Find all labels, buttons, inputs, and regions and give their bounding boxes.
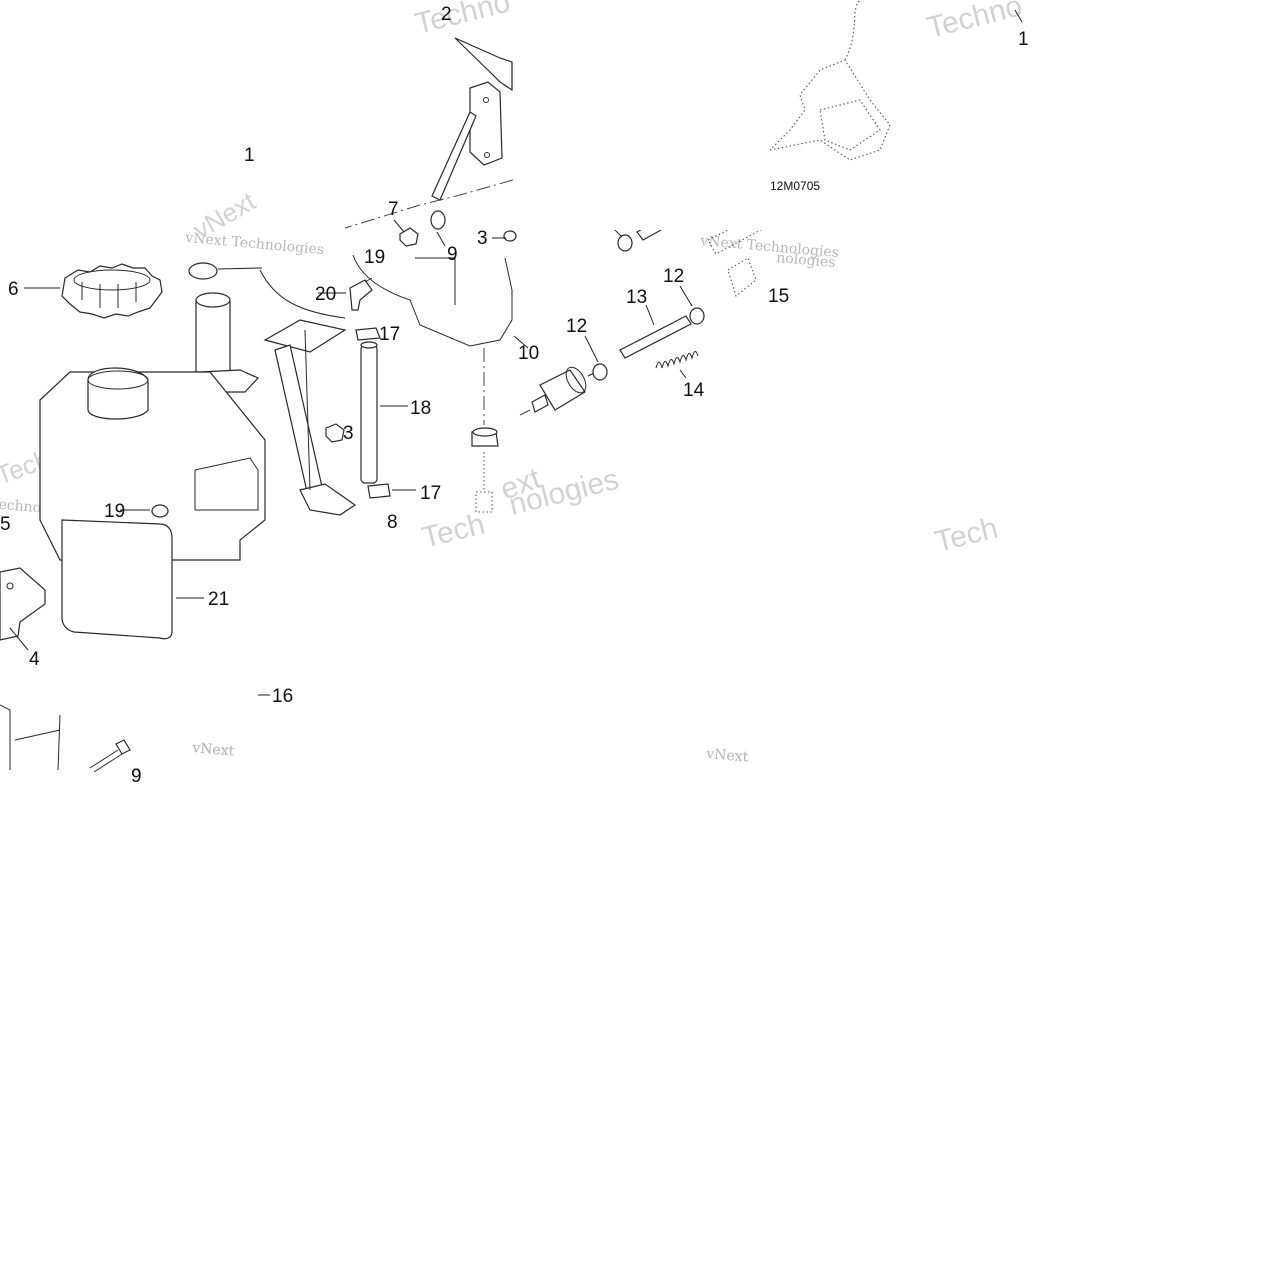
- rubber-mount: [471, 348, 499, 513]
- callout-20: 20: [315, 284, 336, 305]
- hose-clamp: [367, 483, 391, 499]
- hose-clamp: [617, 234, 633, 252]
- callout-19: 19: [104, 501, 125, 522]
- callout-3: 3: [477, 228, 488, 249]
- watermark: vNext: [191, 740, 236, 760]
- callout-8: 8: [387, 512, 398, 533]
- callout-14: 14: [683, 380, 705, 401]
- nut: [503, 230, 517, 242]
- fuel-filter: [519, 366, 597, 416]
- fuel-cap: [61, 263, 163, 319]
- watermark: Techno: [924, 0, 1026, 45]
- hose-clamp: [355, 327, 381, 341]
- watermark: Techno: [412, 0, 514, 41]
- front-cover: [352, 254, 513, 347]
- diagram-code: 12M0705: [770, 179, 820, 193]
- callout-10: 10: [518, 343, 539, 364]
- callout-6: 6: [8, 279, 19, 300]
- callout-5: 5: [0, 514, 11, 535]
- front-cover-edge: [415, 257, 456, 305]
- callout-1: 1: [244, 145, 255, 166]
- mounting-bracket: [263, 319, 357, 516]
- callout-12: 12: [663, 266, 684, 287]
- nut: [325, 423, 345, 443]
- nut: [399, 227, 419, 247]
- cover-arc: [259, 269, 346, 319]
- callout-4: 4: [29, 649, 40, 670]
- callout-1: 1: [1018, 29, 1029, 50]
- watermark: vNext: [191, 740, 236, 760]
- heat-shield: [61, 519, 173, 640]
- hose-clamp: [592, 363, 608, 381]
- hose-clamp: [689, 307, 705, 325]
- tank-support-bracket: [0, 567, 46, 641]
- fuel-hose-vertical: [355, 327, 391, 499]
- callout-16: 16: [272, 686, 293, 707]
- callout-19: 19: [364, 247, 385, 268]
- elbow-fitting: [349, 277, 373, 311]
- fuel-line-lower: [592, 307, 705, 381]
- callout-3: 3: [343, 423, 354, 444]
- spring: [655, 351, 699, 369]
- grommet-lower: [151, 504, 169, 518]
- fuel-tank: [39, 367, 266, 561]
- callout-7: 7: [388, 199, 399, 220]
- callout-15: 15: [768, 286, 789, 307]
- watermark: nologies: [776, 250, 836, 271]
- callout-17: 17: [379, 324, 400, 345]
- upper-bracket: [431, 37, 513, 201]
- grommet: [188, 262, 218, 280]
- callout-18: 18: [410, 398, 431, 419]
- callout-9: 9: [131, 766, 142, 787]
- watermark: vNext: [705, 746, 750, 766]
- callout-13: 13: [626, 287, 647, 308]
- callout-12: 12: [566, 316, 587, 337]
- callouts: 2 1 1 7 9 3 11 13 12 12M0705 6 19 20 17 …: [0, 4, 1029, 787]
- callout-21: 21: [208, 589, 229, 610]
- callout-17: 17: [420, 483, 441, 504]
- bolt: [0, 704, 131, 773]
- watermark: Tech: [419, 507, 488, 554]
- callout-2: 2: [441, 4, 452, 25]
- callout-9: 9: [447, 244, 458, 265]
- washer: [430, 210, 446, 230]
- center-line: [344, 179, 514, 229]
